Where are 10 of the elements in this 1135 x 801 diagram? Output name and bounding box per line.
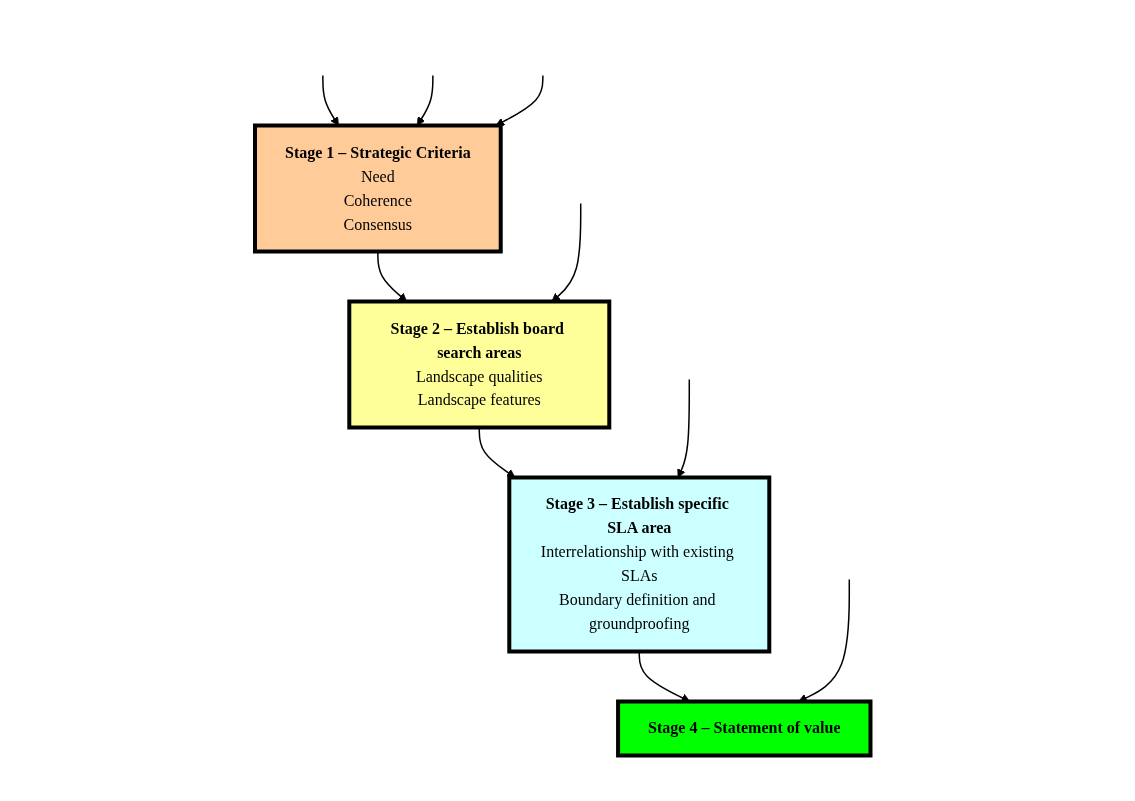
arrow [322,74,340,126]
node-box: Stage 4 – Statement of value [616,699,873,758]
arrow [551,202,582,302]
arrow [677,378,691,478]
node-box: Stage 3 – Establish specific SLA area Interrelationship with existing SLAs Boundary definition and groundproofing [507,475,772,654]
arrow [495,74,544,126]
arrow [417,74,434,126]
node-box: Stage 1 – Strategic Criteria Need Coherence Consensus [253,123,504,254]
arrow [798,578,851,702]
node-box: Stage 2 – Establish board search areas Landscape qualities Landscape features [347,299,612,430]
